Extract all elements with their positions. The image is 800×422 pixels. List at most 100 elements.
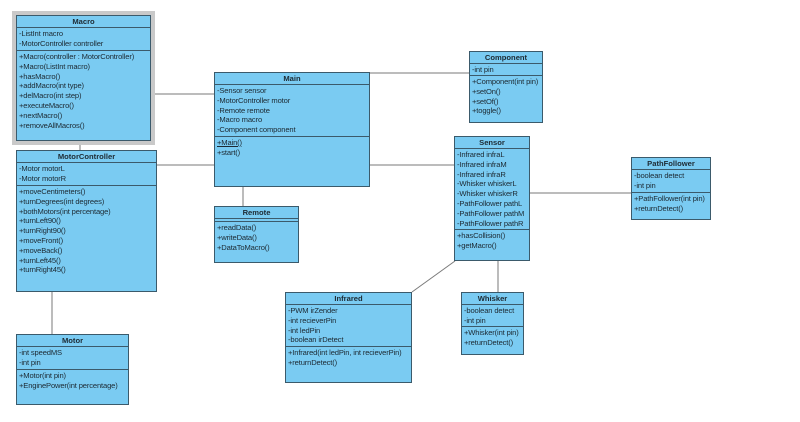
operation: +readData() [217,223,257,232]
attributes-section: -boolean detect-int pin [462,305,523,327]
class-name: Whisker [462,293,523,305]
attribute: -int pin [472,65,494,74]
operation: +DataToMacro() [217,242,270,252]
operation: +turnRight90() [19,226,66,236]
class-name: Component [470,52,542,64]
attributes-section: -int pin [470,64,542,76]
attribute: -Motor motorR [19,173,66,183]
attribute: -boolean irDetect [288,335,344,345]
attribute: -MotorController motor [217,95,291,105]
operation: +nextMacro() [19,110,63,120]
operations-section: +Whisker(int pin)+returnDetect() [462,327,523,349]
attribute: -ListInt macro [19,29,63,38]
class-name: Infrared [286,293,411,305]
attribute: -Motor motorL [19,164,65,173]
operations-section: +Component(int pin)+setOn()+setOf()+togg… [470,76,542,117]
operation: +delMacro(int step) [19,91,82,101]
class-main[interactable]: Main-Sensor sensor-MotorController motor… [214,72,370,187]
class-component[interactable]: Component-int pin+Component(int pin)+set… [469,51,543,123]
operation: +Component(int pin) [472,77,539,86]
operation: +writeData() [217,232,257,242]
operation: +turnLeft45() [19,255,61,265]
attribute: -Macro macro [217,115,263,125]
operation: +bothMotors(int percentage) [19,206,111,216]
class-name: Sensor [455,137,529,149]
attribute: -Sensor sensor [217,86,267,95]
operation: +returnDetect() [464,337,514,347]
attribute: -boolean detect [464,306,515,315]
operation: +Whisker(int pin) [464,328,519,337]
operation: +toggle() [472,106,501,116]
attribute: -int pin [634,180,656,190]
attribute: -Whisker whiskerL [457,179,517,189]
attributes-section [215,219,298,222]
attribute: -PathFollower pathR [457,218,524,228]
operation: +executeMacro() [19,100,74,110]
operation: +EnginePower(int percentage) [19,380,118,390]
attribute: -boolean detect [634,171,685,180]
class-name: Remote [215,207,298,219]
operation: +turnDegrees(int degrees) [19,196,105,206]
attributes-section: -Sensor sensor-MotorController motor-Rem… [215,85,369,137]
attribute: -Remote remote [217,105,270,115]
attribute: -Whisker whiskerR [457,189,518,199]
operations-section: +Macro(controller : MotorController)+Mac… [17,51,150,131]
operations-section: +PathFollower(int pin)+returnDetect() [632,193,710,215]
attributes-section: -boolean detect-int pin [632,170,710,193]
class-remote[interactable]: Remote +readData()+writeData()+DataToMacr… [214,206,299,263]
operation: +hasCollision() [457,231,506,240]
attributes-section: -Motor motorL-Motor motorR [17,163,156,186]
attributes-section: -ListInt macro-MotorController controlle… [17,28,150,51]
class-whisker[interactable]: Whisker-boolean detect-int pin+Whisker(i… [461,292,524,355]
class-motor[interactable]: Motor-int speedMS-int pin+Motor(int pin)… [16,334,129,405]
operation: +Main() [217,138,242,147]
class-sensor[interactable]: Sensor-Infrared infraL-Infrared infraM-I… [454,136,530,261]
attributes-section: -int speedMS-int pin [17,347,128,370]
attribute: -PWM irZender [288,306,338,315]
operation: +turnLeft90() [19,216,61,226]
operations-section: +Motor(int pin)+EnginePower(int percenta… [17,370,128,392]
attribute: -Infrared infraL [457,150,505,159]
attribute: -PathFollower pathM [457,208,525,218]
operation: +Infrared(int ledPin, int recieverPin) [288,348,402,357]
operation: +turnRight45() [19,265,66,275]
class-infrared[interactable]: Infrared-PWM irZender-int recieverPin-in… [285,292,412,383]
attribute: -int pin [19,357,41,367]
attribute: -MotorController controller [19,38,104,48]
attribute: -Infrared infraR [457,169,506,179]
operation: +returnDetect() [634,203,684,213]
operation: +getMacro() [457,240,497,250]
attribute: -Infrared infraM [457,159,507,169]
operations-section: +Main()+start() [215,137,369,159]
operation: +start() [217,147,241,157]
attributes-section: -Infrared infraL-Infrared infraM-Infrare… [455,149,529,230]
operation: +hasMacro() [19,71,61,81]
operation: +addMacro(int type) [19,81,84,91]
operation: +PathFollower(int pin) [634,194,705,203]
operation: +returnDetect() [288,357,338,367]
operation: +Macro(controller : MotorController) [19,52,135,61]
attribute: -PathFollower pathL [457,198,523,208]
class-name: MotorController [17,151,156,163]
operation: +moveBack() [19,245,63,255]
attribute: -Component component [217,125,296,135]
operation: +setOf() [472,96,499,106]
operation: +moveCentimeters() [19,187,86,196]
operations-section: +moveCentimeters()+turnDegrees(int degre… [17,186,156,276]
class-name: PathFollower [632,158,710,170]
attribute: -int recieverPin [288,315,337,325]
class-name: Main [215,73,369,85]
association-sensor-infrared[interactable] [411,260,456,293]
attribute: -int ledPin [288,325,321,335]
class-macro[interactable]: Macro-ListInt macro-MotorController cont… [16,15,151,141]
operations-section: +Infrared(int ledPin, int recieverPin)+r… [286,347,411,369]
attributes-section: -PWM irZender-int recieverPin-int ledPin… [286,305,411,347]
operation: +setOn() [472,86,501,96]
attribute: -int pin [464,315,486,325]
class-motorcontroller[interactable]: MotorController-Motor motorL-Motor motor… [16,150,157,292]
class-pathfollower[interactable]: PathFollower-boolean detect-int pin+Path… [631,157,711,220]
class-name: Motor [17,335,128,347]
operation: +removeAllMacros() [19,120,85,130]
